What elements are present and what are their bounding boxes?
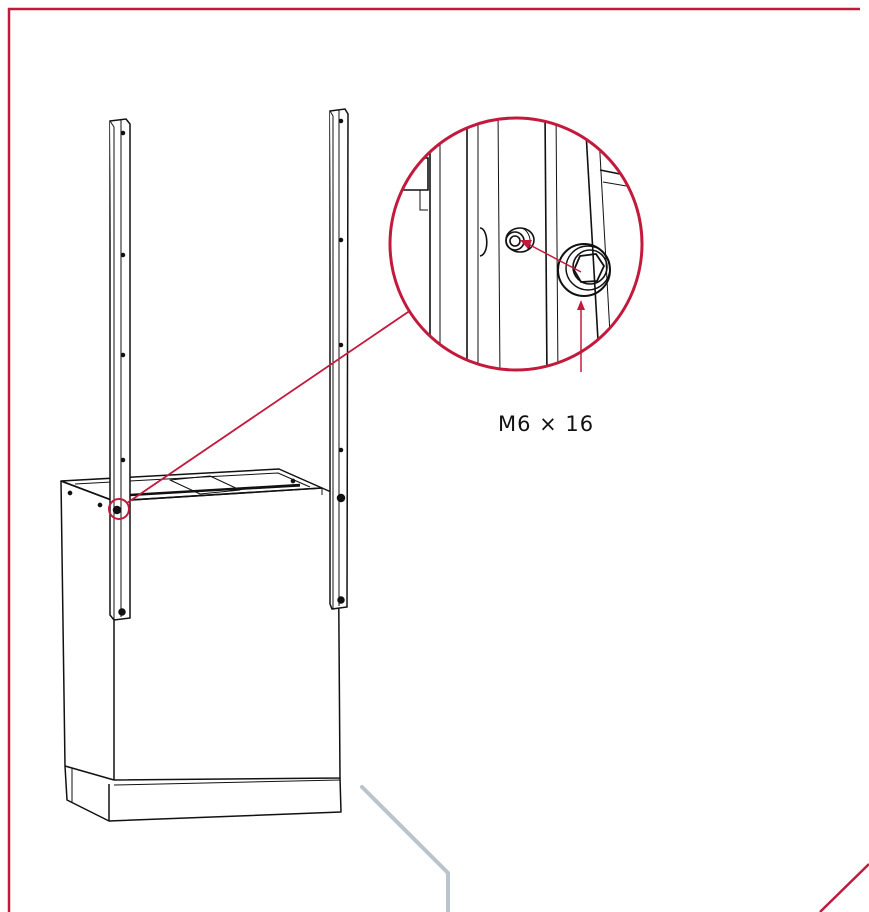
rivet-nut xyxy=(505,227,535,253)
cabinet xyxy=(60,468,342,822)
left-upright-rail xyxy=(109,118,131,621)
guide-line xyxy=(360,785,450,912)
callout-arrows xyxy=(520,240,585,372)
detail-magnifier-icon xyxy=(388,116,644,372)
bolt-size-label: M6 × 16 xyxy=(498,412,595,436)
detail-marker xyxy=(108,309,412,520)
page-frame xyxy=(7,7,869,912)
